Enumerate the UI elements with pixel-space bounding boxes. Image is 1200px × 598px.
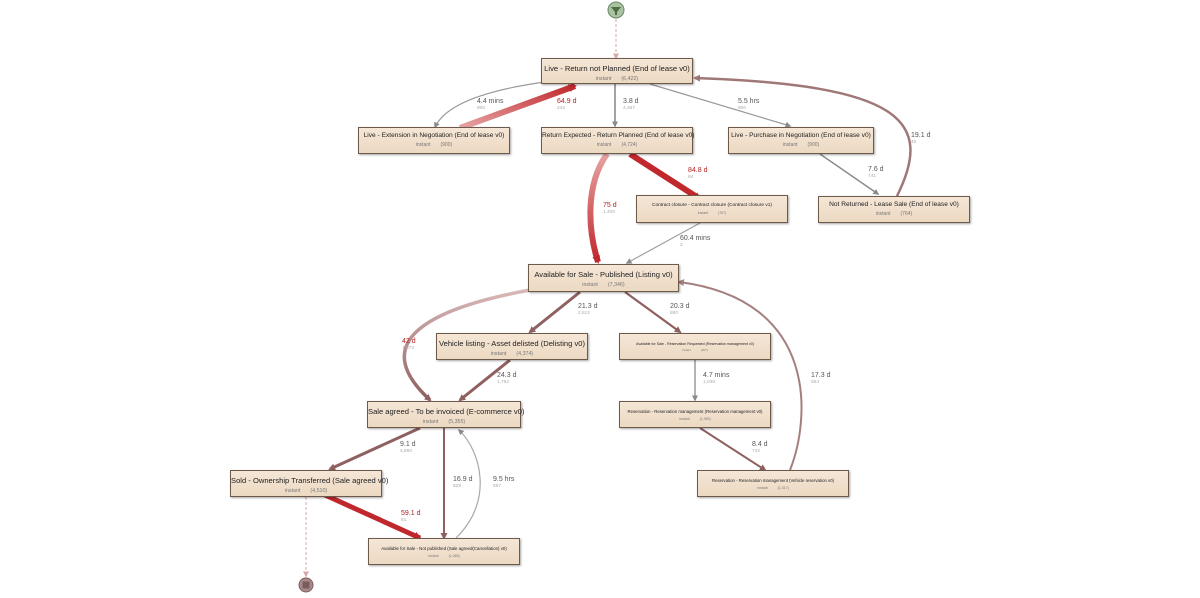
node-meta: instant(1,017) [757,486,789,490]
edge-vehicle-listing-to-sale-agreed [458,358,511,402]
edge-not-returned-to-live [693,74,912,197]
node-title: Contract closure - Contract closure (Con… [652,203,772,208]
node-return-expected[interactable]: Return Expected - Return Planned (End of… [541,127,695,154]
node-title: Live - Extension in Negotiation (End of … [363,132,505,139]
stop-icon [302,581,310,589]
edge-sale-agreed-to-sold [328,426,421,471]
node-reservation-requested[interactable]: Available for Sale - Reservation Request… [619,333,771,360]
edge-contract-to-available [625,222,701,264]
node-meta: instant(900) [782,142,820,148]
edge-live-to-extension [434,81,546,129]
edge-extension-to-live [458,83,577,131]
node-meta: instant(1,065) [428,554,460,558]
node-sold-ownership-transferred[interactable]: Sold - Ownership Transferred (Sale agree… [230,470,389,497]
node-meta: instant(907) [682,348,708,352]
node-meta: instant(764) [875,211,913,217]
node-title: Live - Return not Planned (End of lease … [544,64,690,73]
edge-return-to-contract [628,151,702,202]
edge-vehicle-reservation-to-available [677,279,803,471]
node-meta: instant(6,422) [595,76,639,82]
node-purchase-negotiation[interactable]: Live - Purchase in Negotiation (End of l… [728,127,874,154]
node-sale-agreed[interactable]: Sale agreed - To be invoiced (E-commerce… [367,401,525,428]
node-meta: instant(5,355) [422,419,466,425]
node-meta: instant(900) [415,142,453,148]
node-reservation-management[interactable]: Reservation - Reservation management (Re… [619,401,771,428]
node-meta: instant(4,510) [284,488,328,494]
edge-available-to-reservation-requested [624,291,682,334]
node-not-published[interactable]: Available for Sale - Not published (Sale… [368,538,520,565]
node-vehicle-reservation[interactable]: Reservation - Reservation management (Ve… [697,470,849,497]
edge-available-to-vehicle-listing [528,290,581,334]
node-vehicle-listing-delisted[interactable]: Vehicle listing - Asset delisted (Delist… [436,333,588,360]
node-meta: instant(1,050) [679,417,711,421]
node-title: Reservation - Reservation management (Ve… [711,478,835,483]
node-title: Not Returned - Lease Sale (End of lease … [829,201,959,208]
node-meta: instant(7,346) [582,282,625,288]
node-title: Sale agreed - To be invoiced (E-commerce… [368,407,525,416]
edge-return-to-available [587,152,610,264]
node-available-published[interactable]: Available for Sale - Published (Listing … [528,264,679,292]
node-title: Available for Sale - Not published (Sale… [381,546,507,551]
node-meta: instant(4,374) [490,351,534,357]
node-not-returned-lease-sale[interactable]: Not Returned - Lease Sale (End of lease … [818,196,970,223]
edge-not-published-to-sale-agreed [455,428,481,539]
node-meta: instant(4,724) [596,142,638,148]
node-meta: instant(757) [697,211,727,215]
node-live-return-not-planned[interactable]: Live - Return not Planned (End of lease … [541,58,693,84]
node-title: Available for Sale - Reservation Request… [636,342,754,346]
edge-available-to-sale-agreed [402,288,531,402]
node-title: Vehicle listing - Asset delisted (Delist… [438,339,586,348]
filter-icon [611,7,621,15]
edge-live-to-purchase [649,83,792,128]
node-title: Sold - Ownership Transferred (Sale agree… [231,476,389,485]
node-title: Return Expected - Return Planned (End of… [542,132,695,139]
node-title: Available for Sale - Published (Listing … [534,270,673,279]
node-title: Reservation - Reservation management (Re… [627,409,763,414]
edge-purchase-to-not-returned [819,153,880,195]
node-title: Live - Purchase in Negotiation (End of l… [731,132,871,139]
node-extension-negotiation[interactable]: Live - Extension in Negotiation (End of … [358,127,510,154]
edge-mgmt-to-vehicle-reservation [699,427,767,472]
node-contract-closure[interactable]: Contract closure - Contract closure (Con… [636,195,788,223]
edge-sold-to-not-published [323,492,422,541]
